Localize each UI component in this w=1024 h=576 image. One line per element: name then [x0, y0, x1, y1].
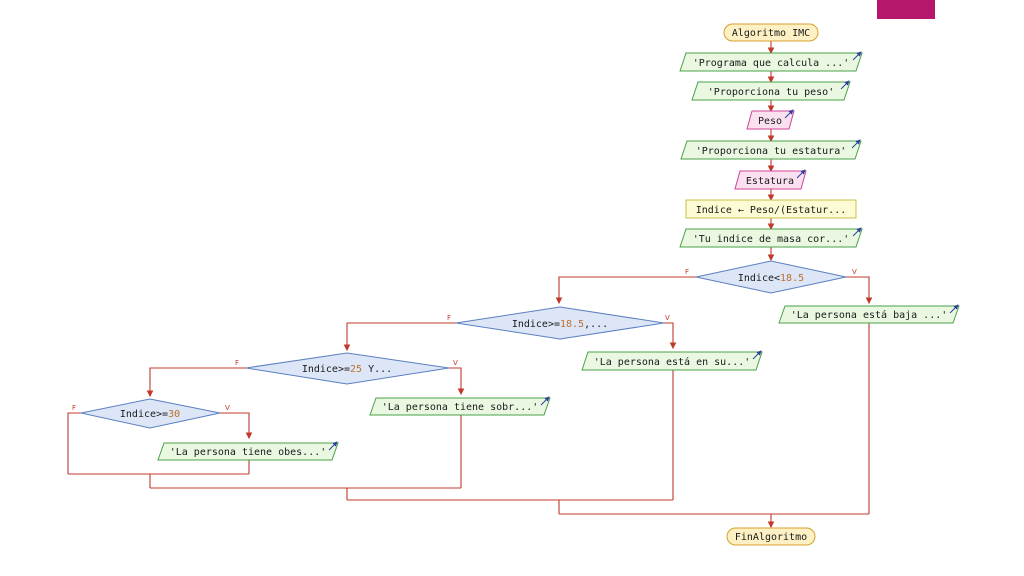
decision-4-condition: Indice>=30 — [120, 409, 180, 420]
decision-1-true-label: V — [852, 268, 857, 276]
output-step-1: 'Programa que calcula ...' — [679, 51, 863, 72]
input-step-peso-text: Peso — [758, 116, 782, 127]
output-step-4: 'Tu indice de masa cor...' — [679, 227, 863, 248]
decision-1-true-output: 'La persona está baja ...' — [778, 304, 960, 324]
input-step-estatura: Estatura — [734, 169, 807, 190]
process-step: Indice ← Peso/(Estatur... — [685, 199, 857, 219]
input-step-peso: Peso — [746, 109, 795, 130]
output-step-2: 'Proporciona tu peso' — [691, 80, 851, 101]
accent-bar — [877, 0, 935, 19]
io-arrow-icon — [784, 109, 794, 119]
decision-3-true-label: V — [453, 359, 458, 367]
io-arrow-icon — [851, 139, 861, 149]
output-step-3-text: 'Proporciona tu estatura' — [696, 146, 847, 157]
decision-4: Indice>=30 V F — [72, 398, 230, 429]
io-arrow-icon — [852, 227, 862, 237]
io-arrow-icon — [949, 304, 959, 314]
process-step-text: Indice ← Peso/(Estatur... — [696, 205, 847, 216]
io-arrow-icon — [328, 441, 338, 451]
decision-3-condition: Indice>=25 Y... — [302, 364, 392, 375]
decision-3-output-text: 'La persona tiene sobr...' — [382, 402, 539, 413]
decision-4-true-label: V — [225, 404, 230, 412]
decision-1-output-text: 'La persona está baja ...' — [791, 309, 948, 321]
io-arrow-icon — [852, 51, 862, 61]
decision-2-true-label: V — [665, 314, 670, 322]
decision-2: Indice>=18.5,... V F — [447, 306, 670, 340]
decision-1: Indice<18.5 V F — [685, 260, 857, 294]
decision-2-output-text: 'La persona está en su...' — [594, 356, 751, 368]
decision-3-true-output: 'La persona tiene sobr...' — [369, 396, 551, 416]
output-step-1-text: 'Programa que calcula ...' — [693, 58, 850, 69]
input-step-estatura-text: Estatura — [746, 176, 794, 187]
edges — [67, 40, 873, 529]
start-label: Algoritmo IMC — [732, 28, 810, 39]
decision-4-output-text: 'La persona tiene obes...' — [170, 447, 327, 458]
io-arrow-icon — [796, 169, 806, 179]
io-arrow-icon — [840, 80, 850, 90]
decision-2-condition: Indice>=18.5,... — [512, 319, 608, 330]
io-arrow-icon — [540, 396, 550, 406]
output-step-2-text: 'Proporciona tu peso' — [708, 87, 834, 98]
output-step-4-text: 'Tu indice de masa cor...' — [693, 234, 850, 245]
io-arrow-icon — [752, 350, 762, 360]
decision-2-true-output: 'La persona está en su...' — [581, 350, 763, 371]
decision-4-false-label: F — [72, 404, 76, 412]
decision-1-condition: Indice<18.5 — [738, 273, 804, 284]
decision-4-true-output: 'La persona tiene obes...' — [157, 441, 339, 461]
decision-2-false-label: F — [447, 314, 451, 322]
start-terminal: Algoritmo IMC — [723, 23, 819, 42]
output-step-3: 'Proporciona tu estatura' — [680, 139, 862, 160]
decision-1-false-label: F — [685, 268, 689, 276]
end-label: FinAlgoritmo — [735, 532, 807, 543]
end-terminal: FinAlgoritmo — [726, 527, 816, 546]
decision-3-false-label: F — [235, 359, 239, 367]
decision-3: Indice>=25 Y... V F — [235, 352, 458, 385]
